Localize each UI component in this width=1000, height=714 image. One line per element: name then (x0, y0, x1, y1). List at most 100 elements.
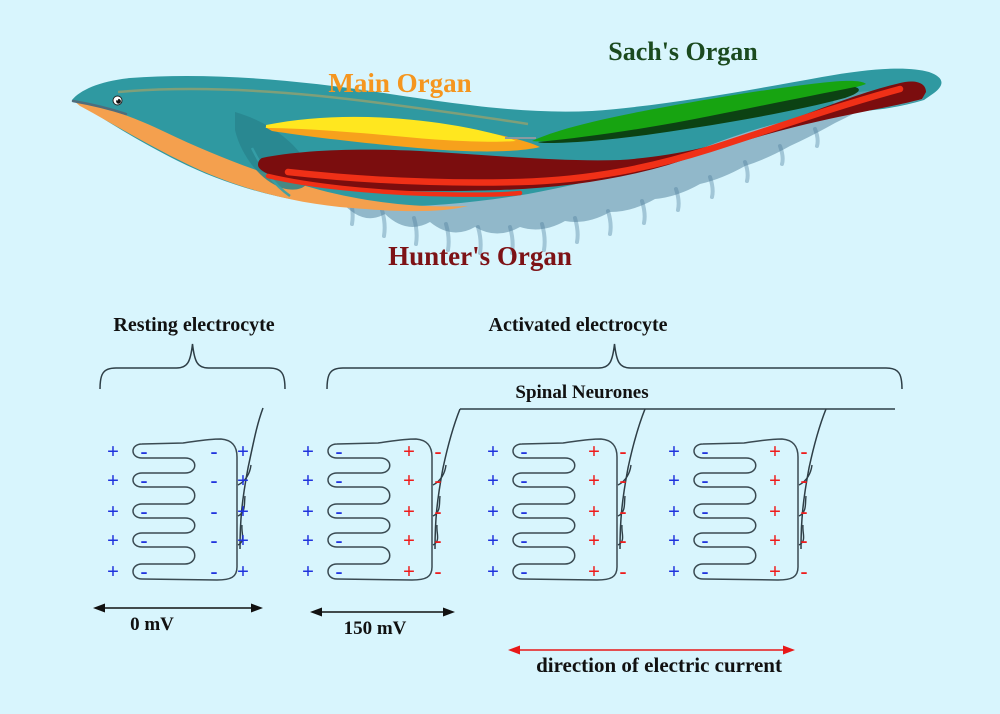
charge-symbol: + (403, 439, 415, 463)
cell-membrane (693, 438, 799, 581)
charge-symbol: - (211, 528, 218, 552)
charge-symbol: + (107, 559, 119, 583)
charge-symbol: - (336, 528, 343, 552)
neurone-branch (798, 524, 805, 546)
charge-symbol: - (141, 468, 148, 492)
charge-symbol: + (237, 528, 249, 552)
charge-symbol: - (141, 499, 148, 523)
spinal-neurones-label: Spinal Neurones (515, 382, 649, 403)
sachs-organ-bright-shape (532, 80, 866, 142)
charge-symbol: + (668, 559, 680, 583)
charge-symbol: + (302, 499, 314, 523)
charge-symbol: - (435, 439, 442, 463)
charge-symbol: + (487, 499, 499, 523)
charge-symbol: + (487, 468, 499, 492)
charge-symbol: + (237, 559, 249, 583)
cell-membrane (327, 438, 433, 581)
charge-symbol: + (403, 499, 415, 523)
charge-symbol: + (769, 439, 781, 463)
charge-symbol: - (336, 559, 343, 583)
hunters-organ-stripe-lower (265, 173, 523, 197)
charge-symbol: + (302, 559, 314, 583)
charge-symbol: - (521, 468, 528, 492)
resting-voltage-label: 0 mV (130, 614, 174, 635)
charge-symbol: - (211, 559, 218, 583)
charge-symbol: - (211, 468, 218, 492)
charge-symbol: + (487, 528, 499, 552)
charge-symbol: - (521, 439, 528, 463)
sachs-organ-label: Sach's Organ (608, 37, 758, 66)
cell-membrane (132, 438, 238, 581)
eel-belly (74, 101, 468, 212)
activated-voltage-arrow (310, 607, 455, 617)
resting-voltage-arrow (93, 603, 263, 613)
charge-symbol: + (403, 468, 415, 492)
charge-symbol: + (769, 468, 781, 492)
charge-symbol: + (107, 499, 119, 523)
charge-symbol: - (435, 559, 442, 583)
charge-symbol: + (668, 528, 680, 552)
resting-electrocyte: +--++--++--++--++--+ (107, 407, 264, 583)
neurone-fibre (434, 408, 461, 550)
charge-symbol: + (588, 499, 600, 523)
charge-symbol: + (107, 528, 119, 552)
charge-symbol: - (620, 468, 627, 492)
charge-symbol: + (668, 499, 680, 523)
charge-symbol: + (769, 499, 781, 523)
neurone-branch (432, 495, 441, 517)
activated-electrocyte-3: +-+-+-+-+-+-+-+-+-+- (668, 408, 827, 583)
mouth-line (71, 99, 128, 116)
charge-symbol: + (668, 468, 680, 492)
charge-symbol: + (302, 439, 314, 463)
charge-symbol: + (302, 528, 314, 552)
charge-symbol: - (521, 499, 528, 523)
charge-symbol: - (702, 528, 709, 552)
charge-symbol: - (702, 439, 709, 463)
current-direction-label: direction of electric current (536, 653, 782, 677)
activated-electrocyte-label: Activated electrocyte (488, 314, 668, 336)
charge-symbol: + (403, 528, 415, 552)
charge-symbol: - (801, 559, 808, 583)
charge-symbol: + (302, 468, 314, 492)
neurone-branch (237, 524, 244, 546)
hunters-organ-stripe-upper (284, 85, 904, 186)
charge-symbol: + (237, 468, 249, 492)
charge-symbol: - (521, 559, 528, 583)
main-organ-yellow-shape (266, 116, 516, 142)
charge-symbol: + (107, 439, 119, 463)
charge-symbol: + (487, 559, 499, 583)
activated-electrocyte-1: +-+-+-+-+-+-+-+-+-+- (302, 408, 461, 583)
main-organ-label: Main Organ (328, 68, 472, 98)
arrow-head-left (93, 603, 105, 613)
neurone-branch (237, 495, 246, 517)
neurone-branch (617, 524, 624, 546)
arrow-head-right (783, 645, 795, 655)
charge-symbol: - (336, 468, 343, 492)
resting-electrocyte-label: Resting electrocyte (113, 314, 275, 336)
charge-symbol: - (620, 528, 627, 552)
charge-symbol: + (668, 439, 680, 463)
charge-symbol: + (107, 468, 119, 492)
activated-brace (326, 343, 903, 390)
charge-symbol: - (801, 468, 808, 492)
neurone-fibre (619, 408, 646, 550)
charge-symbol: - (801, 499, 808, 523)
arrow-head-left (310, 607, 322, 617)
charge-symbol: - (435, 499, 442, 523)
charge-symbol: + (588, 468, 600, 492)
charge-symbol: - (521, 528, 528, 552)
charge-symbol: - (620, 499, 627, 523)
charge-symbol: - (141, 439, 148, 463)
arrow-head-right (251, 603, 263, 613)
neurone-branch (432, 524, 439, 546)
charge-symbol: - (801, 439, 808, 463)
charge-symbol: - (141, 559, 148, 583)
charge-symbol: - (702, 499, 709, 523)
charge-symbol: + (237, 499, 249, 523)
charge-symbol: - (211, 499, 218, 523)
neurone-branch (798, 464, 813, 486)
charge-symbol: + (769, 559, 781, 583)
neurone-fibre (239, 407, 264, 550)
